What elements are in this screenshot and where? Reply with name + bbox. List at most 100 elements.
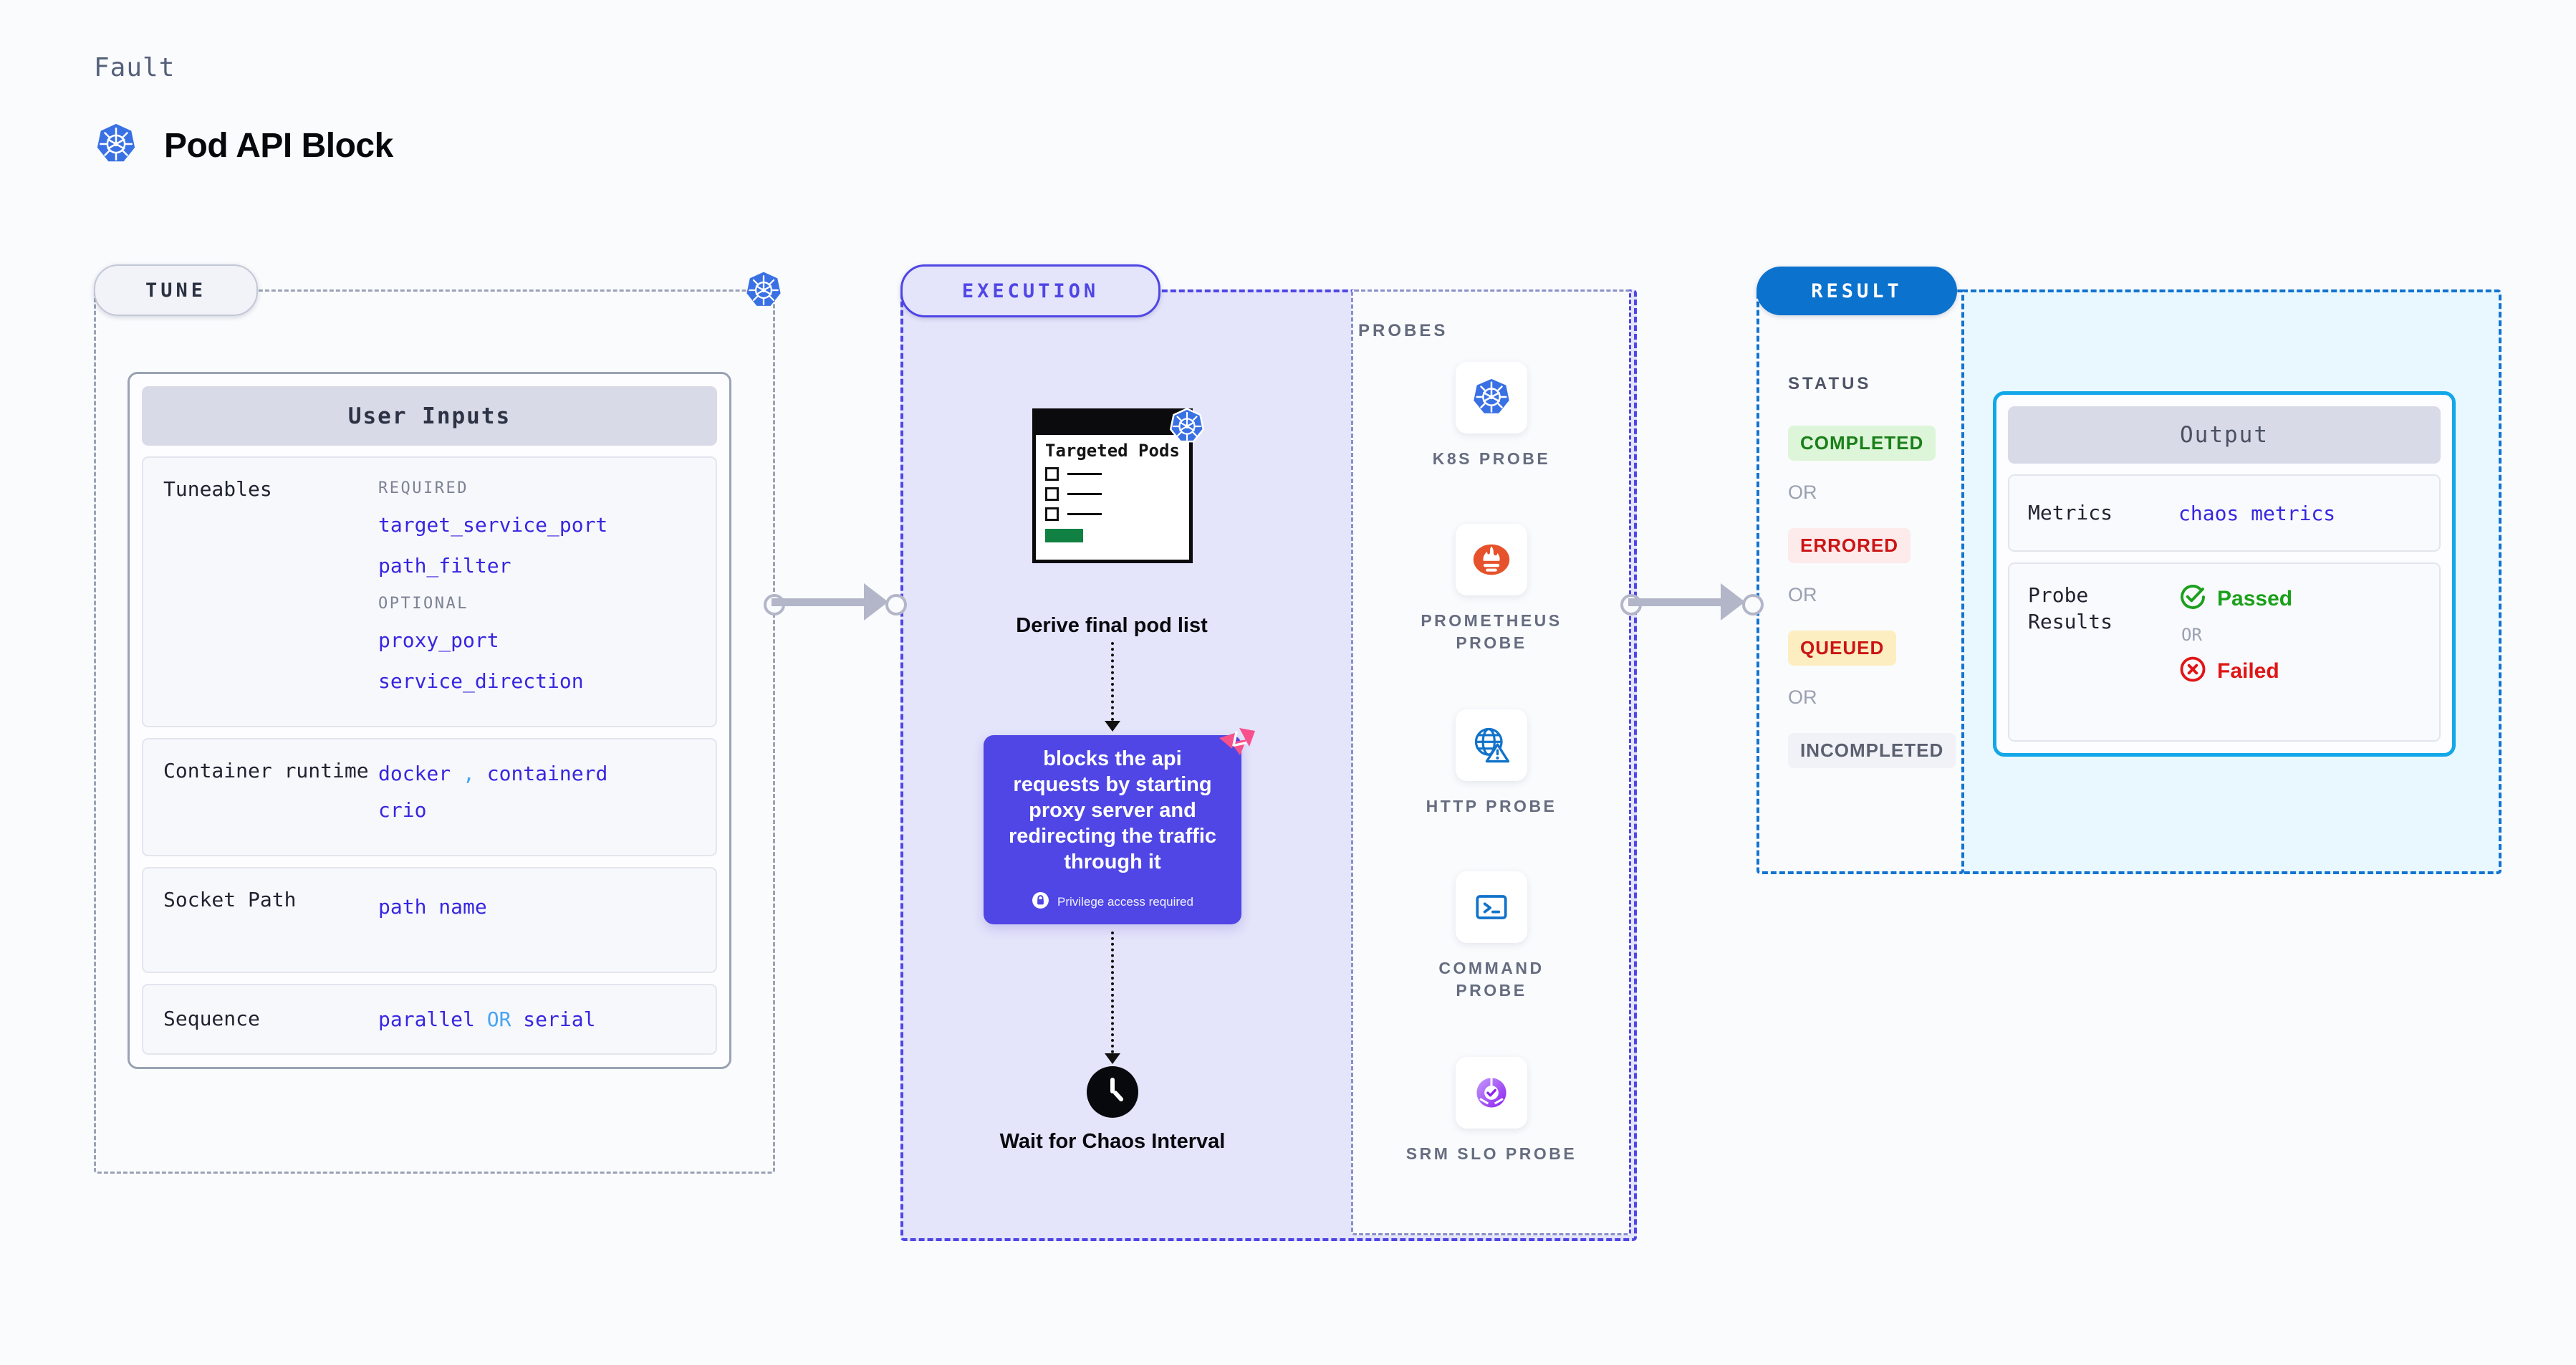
- or-label: OR: [2181, 625, 2202, 645]
- probe-k8s[interactable]: K8S PROBE: [1405, 362, 1577, 470]
- tuneable-proxy-port[interactable]: proxy_port: [378, 628, 499, 652]
- globe-warning-icon: [1456, 709, 1527, 781]
- sequence-serial[interactable]: serial: [523, 1007, 596, 1031]
- pod-list-item: [1045, 466, 1180, 481]
- container-runtime-values: docker , containerd crio: [378, 758, 607, 836]
- user-inputs-card: User Inputs Tuneables REQUIRED target_se…: [128, 372, 731, 1069]
- tuneable-service-direction[interactable]: service_direction: [378, 669, 584, 694]
- derive-step-label: Derive final pod list: [1016, 614, 1208, 637]
- probe-label: COMMAND PROBE: [1438, 959, 1544, 1000]
- runtime-separator: ,: [463, 761, 475, 785]
- terminal-icon: [1456, 871, 1527, 943]
- user-inputs-title: User Inputs: [142, 386, 717, 446]
- privilege-note-label: Privilege access required: [1057, 894, 1193, 909]
- action-description-card: blocks the api requests by starting prox…: [984, 735, 1241, 924]
- kubernetes-icon: [94, 122, 138, 170]
- lock-icon: [1032, 891, 1049, 913]
- pod-list-item: [1045, 487, 1180, 501]
- probe-prometheus[interactable]: PROMETHEUS PROBE: [1405, 524, 1577, 654]
- wait-step-label: Wait for Chaos Interval: [999, 1130, 1226, 1153]
- sequence-values: parallel OR serial: [378, 1004, 595, 1035]
- tuneables-label: Tuneables: [163, 477, 272, 501]
- tuneables-row: Tuneables REQUIRED target_service_port p…: [142, 456, 717, 727]
- kubernetes-icon: [744, 270, 784, 310]
- checkbox-icon: [1045, 487, 1059, 501]
- checkbox-icon: [1045, 507, 1059, 521]
- x-circle-icon: [2178, 655, 2207, 687]
- socket-path-row: Socket Path path name: [142, 866, 717, 973]
- container-runtime-label: Container runtime: [163, 758, 369, 782]
- probe-result-passed: Passed: [2178, 583, 2292, 615]
- check-circle-icon: [2178, 583, 2207, 615]
- probe-results-row: Probe Results Passed OR: [2008, 562, 2441, 742]
- sequence-separator: OR: [486, 1007, 511, 1031]
- prometheus-icon: [1456, 524, 1527, 595]
- tune-section-container: [94, 289, 775, 1174]
- runtime-crio[interactable]: crio: [378, 798, 427, 823]
- status-badge-completed: COMPLETED: [1788, 426, 1936, 461]
- privilege-note: Privilege access required: [1032, 891, 1193, 913]
- failed-label: Failed: [2217, 658, 2279, 683]
- probe-results-label: Probe Results: [2028, 583, 2113, 633]
- or-label: OR: [1788, 482, 1817, 503]
- clock-icon: [1087, 1066, 1138, 1118]
- result-section-tag: RESULT: [1756, 267, 1957, 315]
- kubernetes-icon: [1168, 407, 1206, 446]
- slo-gauge-icon: [1456, 1057, 1527, 1129]
- probe-label: HTTP PROBE: [1426, 797, 1557, 815]
- probe-label: K8S PROBE: [1432, 449, 1551, 468]
- checkbox-icon: [1045, 466, 1059, 481]
- socket-path-value[interactable]: path name: [378, 894, 487, 919]
- action-description-text: blocks the api requests by starting prox…: [1008, 747, 1217, 873]
- passed-label: Passed: [2217, 586, 2293, 610]
- sequence-row: Sequence parallel OR serial: [142, 983, 717, 1055]
- socket-path-label: Socket Path: [163, 887, 297, 911]
- progress-bar: [1045, 528, 1083, 542]
- page-title-row: Pod API Block: [94, 122, 393, 170]
- tuneables-values: REQUIRED target_service_port path_filter…: [378, 476, 607, 707]
- targeted-pods-title: Targeted Pods: [1045, 441, 1180, 461]
- tuneable-path-filter[interactable]: path_filter: [378, 554, 511, 578]
- metrics-label: Metrics: [2028, 500, 2113, 525]
- flow-arrow-1: [1105, 721, 1120, 732]
- page-title: Pod API Block: [164, 127, 393, 165]
- flow-line-2: [1111, 931, 1114, 1053]
- status-badge-errored: ERRORED: [1788, 528, 1911, 563]
- output-card: Output Metrics chaos metrics Probe Resul…: [1993, 391, 2456, 757]
- runtime-containerd[interactable]: containerd: [486, 761, 608, 785]
- sequence-label: Sequence: [163, 1006, 260, 1030]
- litmus-chaos-icon: [1218, 727, 1256, 761]
- or-label: OR: [1788, 686, 1817, 708]
- required-caption: REQUIRED: [378, 479, 468, 497]
- flow-arrow-2: [1105, 1053, 1120, 1064]
- sequence-parallel[interactable]: parallel: [378, 1007, 475, 1031]
- output-title: Output: [2008, 406, 2441, 464]
- runtime-docker[interactable]: docker: [378, 761, 451, 785]
- kubernetes-icon: [1456, 362, 1527, 434]
- execution-section-tag: EXECUTION: [900, 264, 1160, 317]
- pod-list-item: [1045, 507, 1180, 521]
- status-title: STATUS: [1788, 374, 1872, 393]
- result-status-container: [1756, 289, 1964, 874]
- status-badge-queued: QUEUED: [1788, 631, 1897, 666]
- probes-title: PROBES: [1358, 321, 1448, 340]
- probe-http[interactable]: HTTP PROBE: [1405, 709, 1577, 818]
- probe-srm-slo[interactable]: SRM SLO PROBE: [1405, 1057, 1577, 1165]
- probe-results-values: Passed OR Failed: [2178, 583, 2292, 687]
- or-label: OR: [1788, 584, 1817, 605]
- flow-line-1: [1111, 642, 1114, 721]
- page-kicker: Fault: [94, 53, 176, 82]
- connector-execution-to-result: [1620, 580, 1764, 623]
- probe-label: SRM SLO PROBE: [1405, 1144, 1577, 1163]
- metrics-row: Metrics chaos metrics: [2008, 474, 2441, 552]
- optional-caption: OPTIONAL: [378, 594, 468, 613]
- probe-label: PROMETHEUS PROBE: [1421, 611, 1562, 653]
- probe-result-failed: Failed: [2178, 655, 2292, 687]
- metrics-value[interactable]: chaos metrics: [2178, 501, 2336, 525]
- tune-section-tag: TUNE: [94, 264, 258, 316]
- probe-command[interactable]: COMMAND PROBE: [1405, 871, 1577, 1002]
- container-runtime-row: Container runtime docker , containerd cr…: [142, 737, 717, 856]
- status-badge-incompleted: INCOMPLETED: [1788, 733, 1956, 768]
- tuneable-target-service-port[interactable]: target_service_port: [378, 513, 608, 537]
- connector-tune-to-execution: [764, 580, 907, 623]
